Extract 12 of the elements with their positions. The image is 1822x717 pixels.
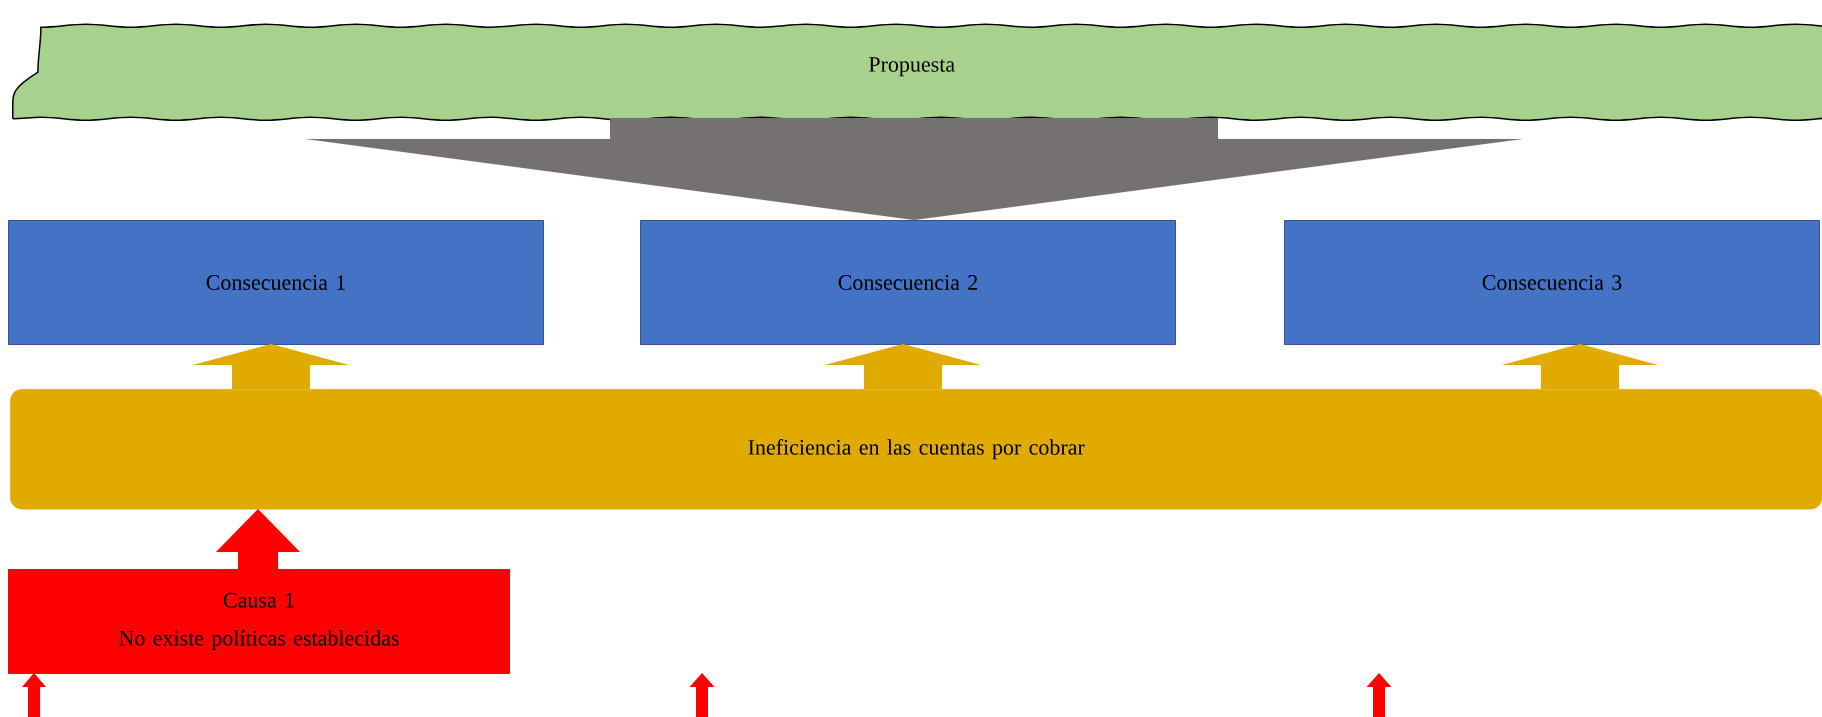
process-box: Causa 1 No existe políticas establecidas: [8, 569, 510, 674]
problem-banner: Ineficiencia en las cuentas por cobrar: [10, 389, 1822, 510]
block-arrow: [21, 672, 47, 717]
block-arrow: [215, 508, 301, 570]
block-arrow: [192, 343, 350, 390]
block-arrow: [305, 117, 1523, 221]
process-box: Consecuencia 3: [1284, 220, 1820, 345]
block-arrow: [1501, 343, 1659, 390]
block-arrow: [824, 343, 982, 390]
proposal-banner: Propuesta: [12, 23, 1822, 121]
process-box: Consecuencia 1: [8, 220, 544, 345]
process-box: Consecuencia 2: [640, 220, 1176, 345]
